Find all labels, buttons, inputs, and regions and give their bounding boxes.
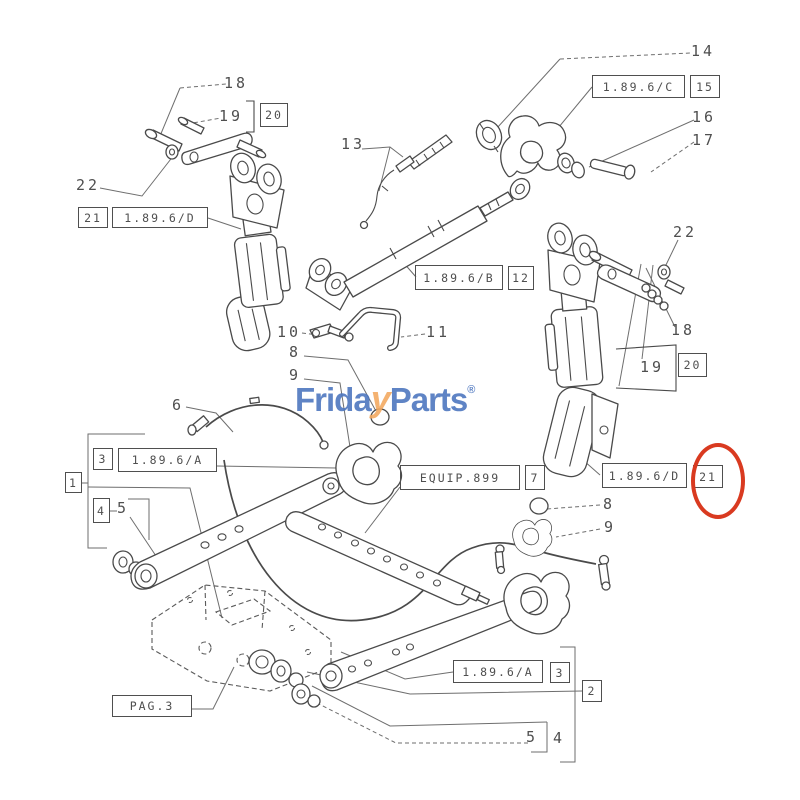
- right-lift-rod: [542, 222, 619, 478]
- ref-box-label-7: 7: [525, 465, 545, 490]
- part-number-label-14: 14: [690, 42, 716, 60]
- logo-text-parts: Parts: [389, 381, 469, 418]
- logo-text-frida: Frida: [295, 381, 372, 418]
- part-number-label-5: 5: [116, 499, 130, 517]
- ref-box-label-20: 20: [678, 353, 707, 377]
- part-number-label-22: 22: [672, 223, 698, 241]
- part-number-label-19: 19: [639, 358, 665, 376]
- part-number-label-8: 8: [288, 343, 302, 361]
- logo-accent-y: y: [370, 378, 391, 419]
- ref-box-label-1.89.6/c: 1.89.6/C: [592, 75, 685, 98]
- ref-box-label-21: 21: [78, 207, 108, 228]
- ref-box-label-1.89.6/b: 1.89.6/B: [415, 265, 503, 290]
- part-number-label-8: 8: [602, 495, 616, 513]
- part-number-label-4: 4: [552, 729, 566, 747]
- part-number-label-5: 5: [525, 728, 539, 746]
- ref-box-label-1.89.6/d: 1.89.6/D: [602, 463, 687, 488]
- part-number-label-11: 11: [425, 323, 451, 341]
- top-link-assembly: [305, 115, 636, 311]
- release-handle-group: [309, 306, 402, 351]
- part-number-label-17: 17: [691, 131, 717, 149]
- part-number-label-19: 19: [218, 107, 244, 125]
- ref-box-label-20: 20: [260, 103, 288, 127]
- ref-box-label-4: 4: [93, 498, 110, 523]
- highlight-ellipse: [691, 443, 745, 519]
- ref-box-label-equip.899: EQUIP.899: [400, 465, 520, 490]
- fridayparts-watermark-logo: FridayParts®: [295, 378, 525, 420]
- upper-left-pin-group: [144, 116, 267, 166]
- ref-box-label-1.89.6/a: 1.89.6/A: [453, 660, 543, 683]
- ref-box-label-1: 1: [65, 472, 82, 493]
- part-number-label-10: 10: [276, 323, 302, 341]
- registered-mark: ®: [467, 384, 476, 396]
- ref-box-label-15: 15: [690, 75, 720, 98]
- ref-box-label-3: 3: [93, 448, 113, 470]
- ref-box-label-3: 3: [550, 662, 570, 683]
- ref-box-label-12: 12: [508, 266, 534, 290]
- part-number-label-18: 18: [670, 321, 696, 339]
- part-number-label-9: 9: [288, 366, 302, 384]
- part-number-label-16: 16: [691, 108, 717, 126]
- upper-right-pin-group: [588, 250, 685, 311]
- part-number-label-22: 22: [75, 176, 101, 194]
- lower-link-right: [270, 590, 542, 708]
- part-number-label-9: 9: [603, 518, 617, 536]
- ref-box-label-2: 2: [582, 680, 602, 702]
- stabilizer-bar: [285, 511, 490, 606]
- part-number-label-6: 6: [171, 396, 185, 414]
- ref-box-label-1.89.6/a: 1.89.6/A: [118, 448, 217, 472]
- ref-box-label-pag.3: PAG.3: [112, 695, 192, 717]
- coupler-hooks: [335, 408, 571, 635]
- left-lift-rod: [225, 152, 291, 352]
- part-number-label-13: 13: [340, 135, 366, 153]
- part-number-label-18: 18: [223, 74, 249, 92]
- ref-box-label-1.89.6/d: 1.89.6/D: [112, 207, 208, 228]
